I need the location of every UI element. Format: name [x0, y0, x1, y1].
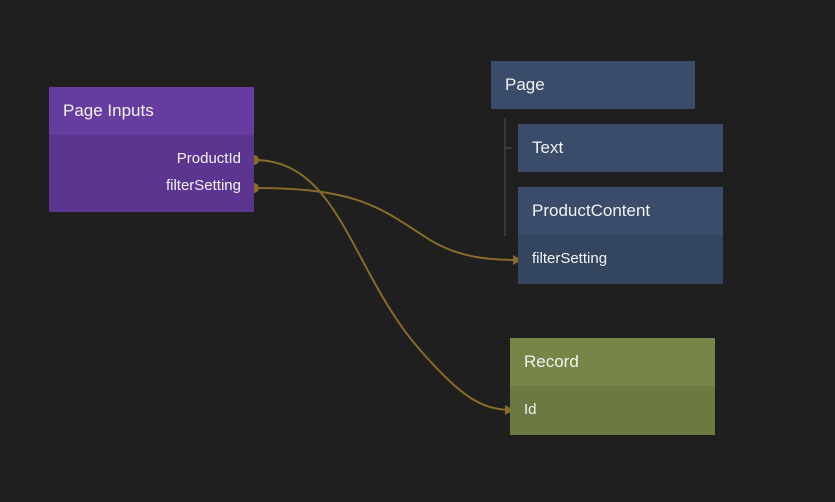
output-port-productid[interactable]: ProductId [49, 145, 254, 172]
node-title: Page Inputs [49, 87, 254, 135]
output-port-filtersetting[interactable]: filterSetting [49, 172, 254, 199]
input-port-filtersetting[interactable]: filterSetting [518, 245, 723, 272]
text-node[interactable]: Text [518, 124, 723, 172]
node-title: Text [532, 138, 564, 157]
port-label: filterSetting [165, 177, 241, 194]
connection-productid-to-record-id[interactable] [253, 159, 513, 411]
input-port-id[interactable]: Id [510, 396, 715, 423]
hierarchy-line [504, 118, 512, 236]
productcontent-node[interactable]: ProductContent filterSetting [518, 187, 723, 284]
node-ports: filterSetting [518, 235, 723, 272]
connection-filtersetting-to-productcontent[interactable] [253, 187, 519, 261]
port-label: ProductId [176, 150, 241, 167]
port-label: filterSetting [532, 250, 608, 267]
port-label: Id [524, 401, 537, 418]
page-node[interactable]: Page [491, 61, 695, 109]
node-title: Record [510, 338, 715, 386]
node-title: ProductContent [518, 187, 723, 235]
node-ports: ProductId filterSetting [49, 135, 254, 199]
record-node[interactable]: Record Id [510, 338, 715, 435]
page-inputs-node[interactable]: Page Inputs ProductId filterSetting [49, 87, 254, 212]
node-title: Page [505, 75, 545, 94]
node-ports: Id [510, 386, 715, 423]
